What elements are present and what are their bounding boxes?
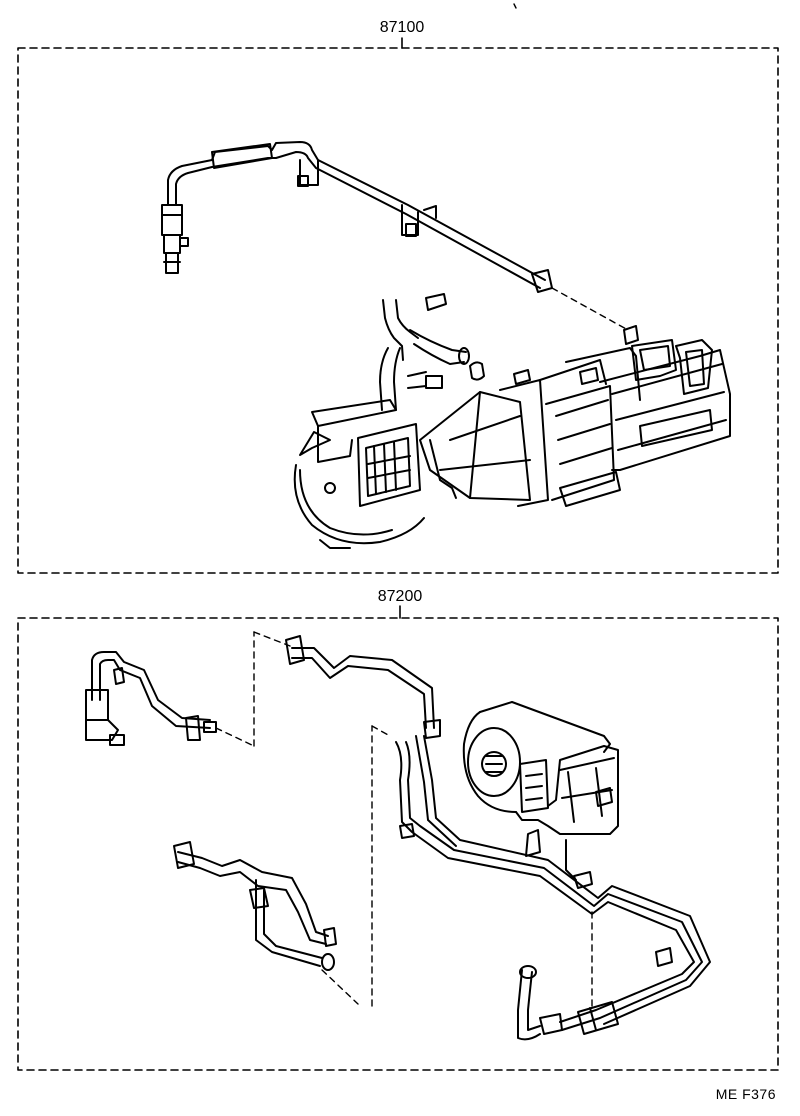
bundle-lower-hose [517, 965, 541, 1041]
top-cooler-pipe [167, 141, 546, 289]
top-pipe-clamp-1 [297, 159, 319, 187]
heater-unit [559, 325, 731, 507]
lower-left-hose [173, 841, 337, 971]
evaporator-case [419, 359, 615, 507]
long-pipe-bundle [395, 735, 711, 1031]
part-number-87200: 87200 [377, 588, 423, 605]
rear-left-pipe [85, 651, 217, 746]
middle-hose [285, 635, 441, 739]
bottom-leader-line-4 [321, 969, 359, 1005]
bottom-leader-line-3 [253, 631, 291, 647]
bottom-leader-line-1 [215, 727, 255, 747]
top-pipe-clamp-2 [401, 204, 437, 237]
top-pipe-left-fitting [161, 204, 189, 274]
part-number-87100: 87100 [379, 19, 425, 36]
figure-code: ME F376 [715, 1086, 776, 1102]
rear-cooler-unit [462, 701, 619, 889]
top-pipe-end-clamp [531, 269, 553, 293]
blower-housing [293, 399, 425, 549]
assembly-87100-box [17, 37, 779, 574]
bundle-fitting-bottom [539, 1001, 619, 1035]
corner-mark [513, 3, 517, 9]
assembly-87200-box [17, 605, 779, 1071]
bottom-leader-line-6 [371, 725, 391, 737]
cooler-unit-hoses [379, 293, 531, 411]
top-leader-line [551, 287, 629, 331]
